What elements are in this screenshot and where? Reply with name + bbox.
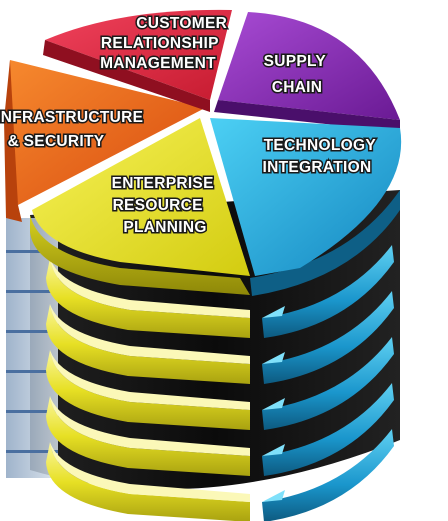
infra-wedge-side: [4, 60, 22, 222]
layer-yellow-segment: [46, 258, 250, 338]
layer-blue-segment: [262, 383, 394, 476]
layer-yellow-segment: [46, 304, 250, 384]
layer-yellow-segment: [46, 350, 250, 430]
layer-blue-arrow: [262, 444, 285, 456]
layer-blue-segment: [262, 429, 394, 521]
layer-blue-segment: [262, 291, 394, 384]
supply-label: SUPPLY CHAIN: [264, 53, 331, 96]
erp-wedge: [32, 118, 250, 276]
layer-blue-segment: [262, 337, 394, 430]
tech-wedge-side: [250, 190, 400, 296]
layer-blue-segment: [262, 245, 394, 338]
layer-yellow-segment: [46, 396, 250, 476]
layer-blue-arrow: [262, 398, 285, 410]
supply-wedge-side: [214, 100, 400, 132]
erp-label: ENTERPRISE RESOURCE PLANNING: [112, 175, 219, 236]
layer-yellow-highlight: [50, 350, 250, 410]
tech-label: TECHNOLOGY INTEGRATION: [263, 137, 381, 176]
lower-layers: [46, 245, 394, 521]
crm-wedge-side: [43, 40, 210, 112]
infra-label: INFRASTRUCTURE & SECURITY: [0, 109, 148, 150]
segment-labels: CUSTOMER RELATIONSHIP MANAGEMENT SUPPLY …: [0, 14, 381, 238]
tech-wedge: [210, 118, 402, 276]
layer-yellow-highlight: [50, 396, 250, 456]
layer-yellow-highlight: [50, 258, 250, 318]
layer-blue-arrow: [262, 306, 285, 318]
layer-blue-arrow: [262, 490, 285, 502]
top-pie: [4, 9, 402, 296]
layer-yellow-segment: [46, 442, 250, 521]
infra-wedge: [8, 60, 206, 205]
layer-blue-arrow: [262, 352, 285, 364]
layer-yellow-highlight: [50, 304, 250, 364]
erp-wedge-side: [30, 215, 250, 295]
supply-wedge: [218, 12, 400, 120]
crm-wedge: [45, 9, 232, 100]
crm-label: CUSTOMER RELATIONSHIP MANAGEMENT: [100, 15, 232, 72]
layer-yellow-highlight: [50, 442, 250, 502]
